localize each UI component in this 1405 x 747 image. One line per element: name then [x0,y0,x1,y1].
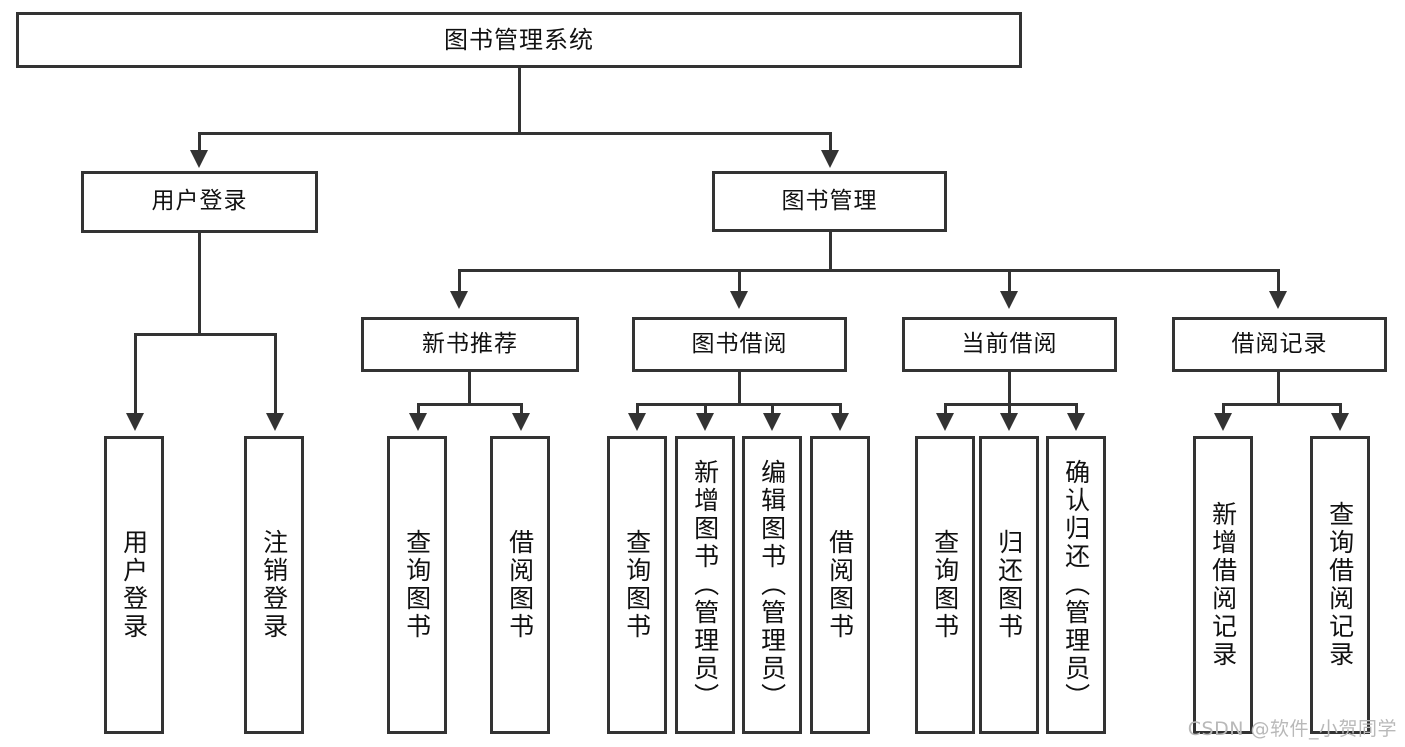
arrow-down-icon [763,413,781,431]
connector-cb-to-leaf-3 [1075,403,1078,417]
arrow-down-icon [831,413,849,431]
watermark-text: CSDN @软件_小贺同学 [1187,718,1397,740]
connector-br-to-leaf-1 [1222,403,1225,417]
connector-root-to-book-management [829,132,832,154]
node-label: 图书借阅 [691,330,788,357]
connector-book-borrow-bus [636,403,842,406]
node-label: 新书推荐 [422,330,518,357]
leaf-new-book-2[interactable]: 借阅图书 [490,436,550,734]
connector-bm-to-book-borrow [738,269,741,295]
connector-root-bus [198,132,832,135]
connector-borrow-record-bus [1222,403,1339,406]
leaf-user-login-1[interactable]: 用户登录 [104,436,164,734]
arrow-down-icon [190,150,208,168]
connector-root-stem [518,68,521,134]
node-label: 注销登录 [259,529,289,641]
node-label: 借阅图书 [825,529,855,641]
node-label: 借阅记录 [1231,330,1328,357]
node-label: 查询图书 [402,529,432,641]
leaf-book-borrow-4[interactable]: 借阅图书 [810,436,870,734]
connector-cb-to-leaf-2 [1008,403,1011,417]
connector-bb-to-leaf-1 [636,403,639,417]
connector-book-management-stem [829,232,832,272]
node-label: 查询图书 [930,529,960,641]
connector-bb-to-leaf-3 [771,403,774,417]
connector-cb-to-leaf-1 [944,403,947,417]
arrow-down-icon [821,150,839,168]
connector-bb-to-leaf-4 [839,403,842,417]
leaf-new-book-1[interactable]: 查询图书 [387,436,447,734]
node-label: 用户登录 [119,529,149,641]
node-label: 新增借阅记录 [1208,501,1238,669]
arrow-down-icon [1000,413,1018,431]
node-label: 借阅图书 [505,529,535,641]
node-label: 归还图书 [994,529,1024,641]
connector-user-login-stem [198,233,201,335]
leaf-borrow-record-1[interactable]: 新增借阅记录 [1193,436,1253,734]
arrow-down-icon [1214,413,1232,431]
leaf-book-borrow-2[interactable]: 新增图书（管理员） [675,436,735,734]
connector-book-borrow-stem [738,372,741,405]
connector-br-to-leaf-2 [1339,403,1342,417]
node-label: 用户登录 [151,188,248,215]
connector-book-management-bus [458,269,1280,272]
connector-new-book-to-leaf-2 [520,403,523,417]
node-root-book-management-system[interactable]: 图书管理系统 [16,12,1022,68]
node-label: 查询借阅记录 [1325,501,1355,669]
node-borrow-record[interactable]: 借阅记录 [1172,317,1387,372]
arrow-down-icon [1269,291,1287,309]
connector-user-login-to-leaf-1 [134,333,137,417]
connector-bm-to-new-book [458,269,461,295]
node-label: 新增图书（管理员） [690,459,720,711]
node-label: 当前借阅 [961,330,1058,357]
node-label: 查询图书 [622,529,652,641]
leaf-current-borrow-2[interactable]: 归还图书 [979,436,1039,734]
arrow-down-icon [512,413,530,431]
connector-current-borrow-stem [1008,372,1011,405]
connector-new-book-bus [417,403,523,406]
connector-bm-to-borrow-record [1277,269,1280,295]
connector-new-book-stem [468,372,471,405]
arrow-down-icon [1067,413,1085,431]
node-label: 图书管理 [781,187,878,214]
arrow-down-icon [730,291,748,309]
leaf-book-borrow-3[interactable]: 编辑图书（管理员） [742,436,802,734]
leaf-current-borrow-3[interactable]: 确认归还（管理员） [1046,436,1106,734]
connector-root-to-user-login [198,132,201,154]
connector-user-login-bus [134,333,277,336]
arrow-down-icon [1331,413,1349,431]
arrow-down-icon [936,413,954,431]
node-book-borrow[interactable]: 图书借阅 [632,317,847,372]
arrow-down-icon [696,413,714,431]
arrow-down-icon [450,291,468,309]
connector-new-book-to-leaf-1 [417,403,420,417]
arrow-down-icon [266,413,284,431]
arrow-down-icon [1000,291,1018,309]
arrow-down-icon [409,413,427,431]
node-current-borrow[interactable]: 当前借阅 [902,317,1117,372]
connector-bm-to-current-borrow [1008,269,1011,295]
leaf-current-borrow-1[interactable]: 查询图书 [915,436,975,734]
arrow-down-icon [126,413,144,431]
arrow-down-icon [628,413,646,431]
connector-user-login-to-leaf-2 [274,333,277,417]
node-label: 图书管理系统 [444,25,594,54]
connector-borrow-record-stem [1277,372,1280,405]
node-new-book-recommend[interactable]: 新书推荐 [361,317,579,372]
connector-bb-to-leaf-2 [704,403,707,417]
node-label: 确认归还（管理员） [1061,459,1091,711]
node-label: 编辑图书（管理员） [757,459,787,711]
connector-current-borrow-bus [944,403,1078,406]
leaf-user-login-2[interactable]: 注销登录 [244,436,304,734]
node-book-management[interactable]: 图书管理 [712,171,947,232]
leaf-borrow-record-2[interactable]: 查询借阅记录 [1310,436,1370,734]
node-user-login[interactable]: 用户登录 [81,171,318,233]
leaf-book-borrow-1[interactable]: 查询图书 [607,436,667,734]
